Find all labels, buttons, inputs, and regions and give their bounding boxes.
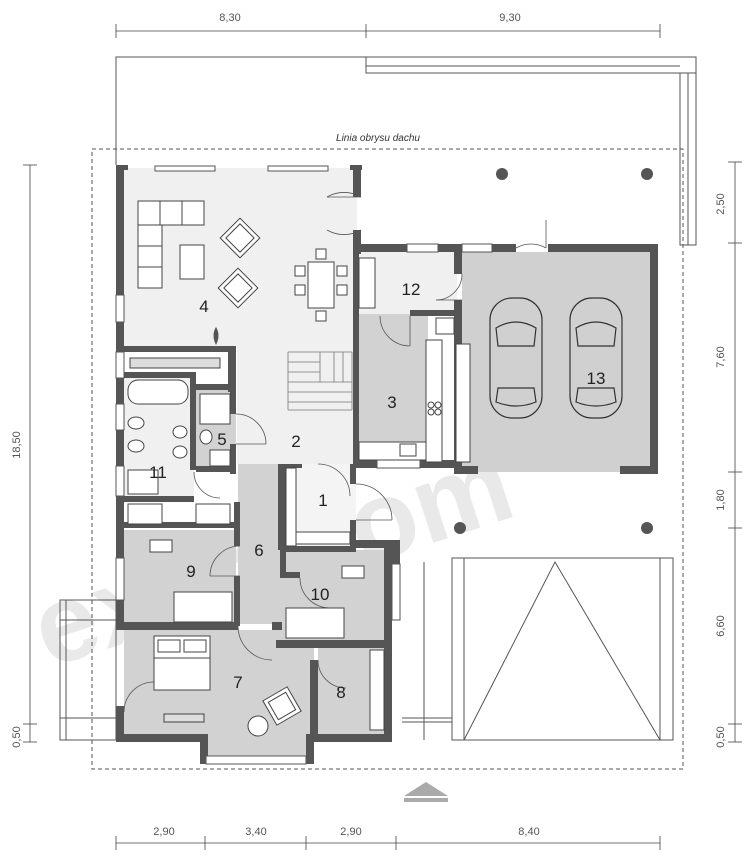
dim-bottom-1: 2,90 [153,826,174,838]
cars [489,297,623,419]
columns [454,168,653,534]
room-label-6: 6 [254,541,263,560]
room-label-10: 10 [311,585,330,604]
room-label-7: 7 [233,673,242,692]
dim-left-2: 0,50 [11,726,23,747]
room-label-8: 8 [336,683,345,702]
dim-top-2: 9,30 [499,12,520,24]
site-outlines [59,56,697,741]
room-label-1: 1 [318,491,327,510]
windows [115,165,493,765]
dim-bottom-3: 2,90 [340,826,361,838]
dim-bottom-4: 8,40 [518,826,539,838]
dim-top-1: 8,30 [219,12,240,24]
furniture [127,200,471,737]
dim-right-4: 6,60 [715,615,727,636]
dim-right-1: 2,50 [715,193,727,214]
room-label-3: 3 [387,393,396,412]
dimension-lines [23,24,742,850]
roof-line-label: Linia obrysu dachu [336,133,420,144]
room-label-2: 2 [291,432,300,451]
dim-right-2: 7,60 [715,346,727,367]
dim-right-5: 0,50 [715,726,727,747]
dim-left-1: 18,50 [11,431,23,459]
doors [123,192,547,713]
room-label-13: 13 [587,369,606,388]
room-label-9: 9 [186,562,195,581]
room-label-12: 12 [402,280,421,299]
entrance-arrow-icon [404,782,448,802]
dim-right-3: 1,80 [715,489,727,510]
roof-outline [91,148,684,770]
room-label-4: 4 [199,297,208,316]
room-label-11: 11 [149,463,167,482]
dim-bottom-2: 3,40 [245,826,266,838]
room-label-5: 5 [217,430,226,449]
